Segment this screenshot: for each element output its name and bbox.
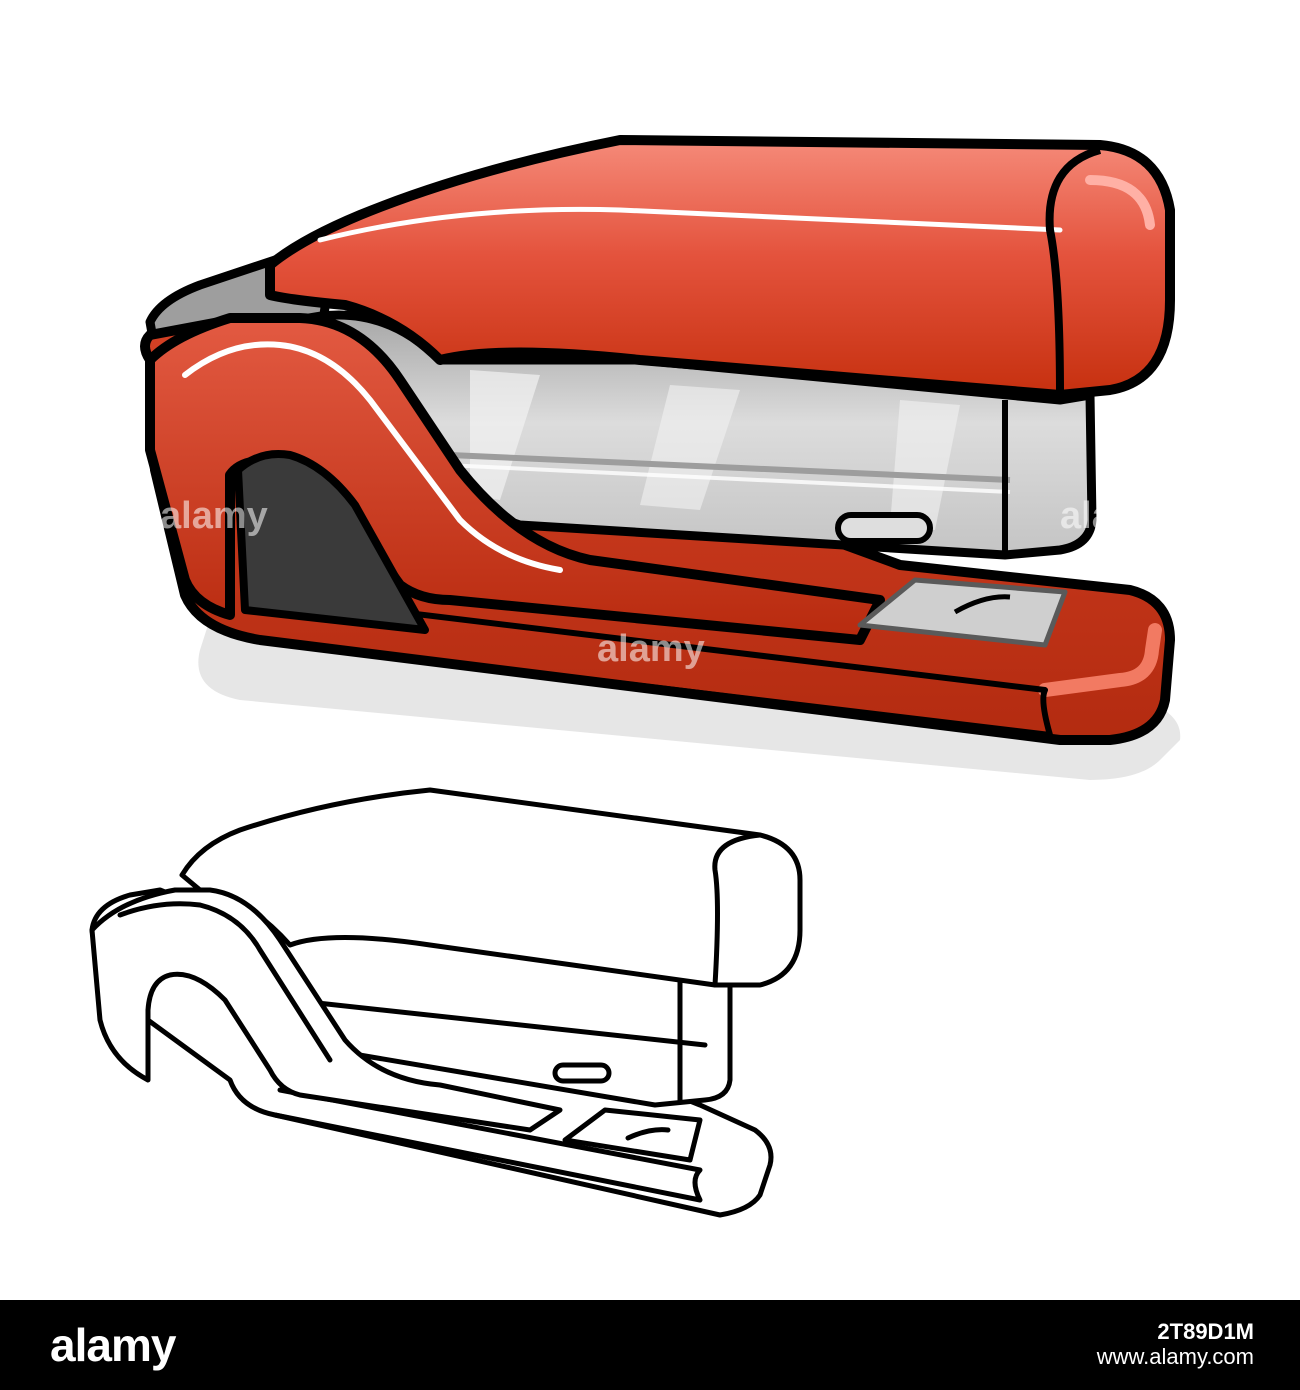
- site-url: www.alamy.com: [1096, 1343, 1254, 1369]
- stapler-line-art: [89, 787, 803, 1218]
- footer-info: 2T89D1M www.alamy.com: [1096, 1318, 1254, 1371]
- magazine-release-button: [835, 512, 933, 544]
- lineart-top-handle: [179, 787, 803, 988]
- base-edge-line: [259, 597, 1053, 738]
- lineart-release-button: [552, 1062, 612, 1084]
- stock-footer-bar: alamy 2T89D1M www.alamy.com: [0, 1300, 1300, 1390]
- arch-highlight: [182, 341, 563, 573]
- stapler-illustration: [89, 135, 1181, 1218]
- lineart-arch-inner: [117, 901, 333, 1063]
- lineart-handle-front: [712, 832, 763, 988]
- stapler-rubber-foot: [234, 450, 429, 634]
- magazine-stripe: [449, 452, 1011, 483]
- base-front-lip: [1038, 623, 1162, 697]
- alamy-logo-text: alamy: [50, 1319, 176, 1371]
- stapler-top-handle: [265, 135, 1175, 400]
- magazine-glass-2: [640, 385, 740, 510]
- image-id: 2T89D1M: [1157, 1318, 1254, 1344]
- stapler-colored: [140, 135, 1181, 780]
- magazine-glass-3: [890, 400, 960, 530]
- lineart-base-lip: [272, 1087, 703, 1203]
- lineart-body-arch: [89, 887, 563, 1133]
- magazine-stripe-2: [444, 463, 1011, 494]
- top-handle-front-shine: [1085, 175, 1155, 230]
- lineart-magazine-line: [287, 997, 708, 1048]
- top-handle-highlight: [317, 206, 1063, 243]
- top-handle-front-curve: [1045, 146, 1102, 396]
- lineart-anvil-slot: [625, 1127, 671, 1141]
- stapler-anvil-plate: [857, 577, 1068, 648]
- anvil-slot: [953, 594, 1011, 615]
